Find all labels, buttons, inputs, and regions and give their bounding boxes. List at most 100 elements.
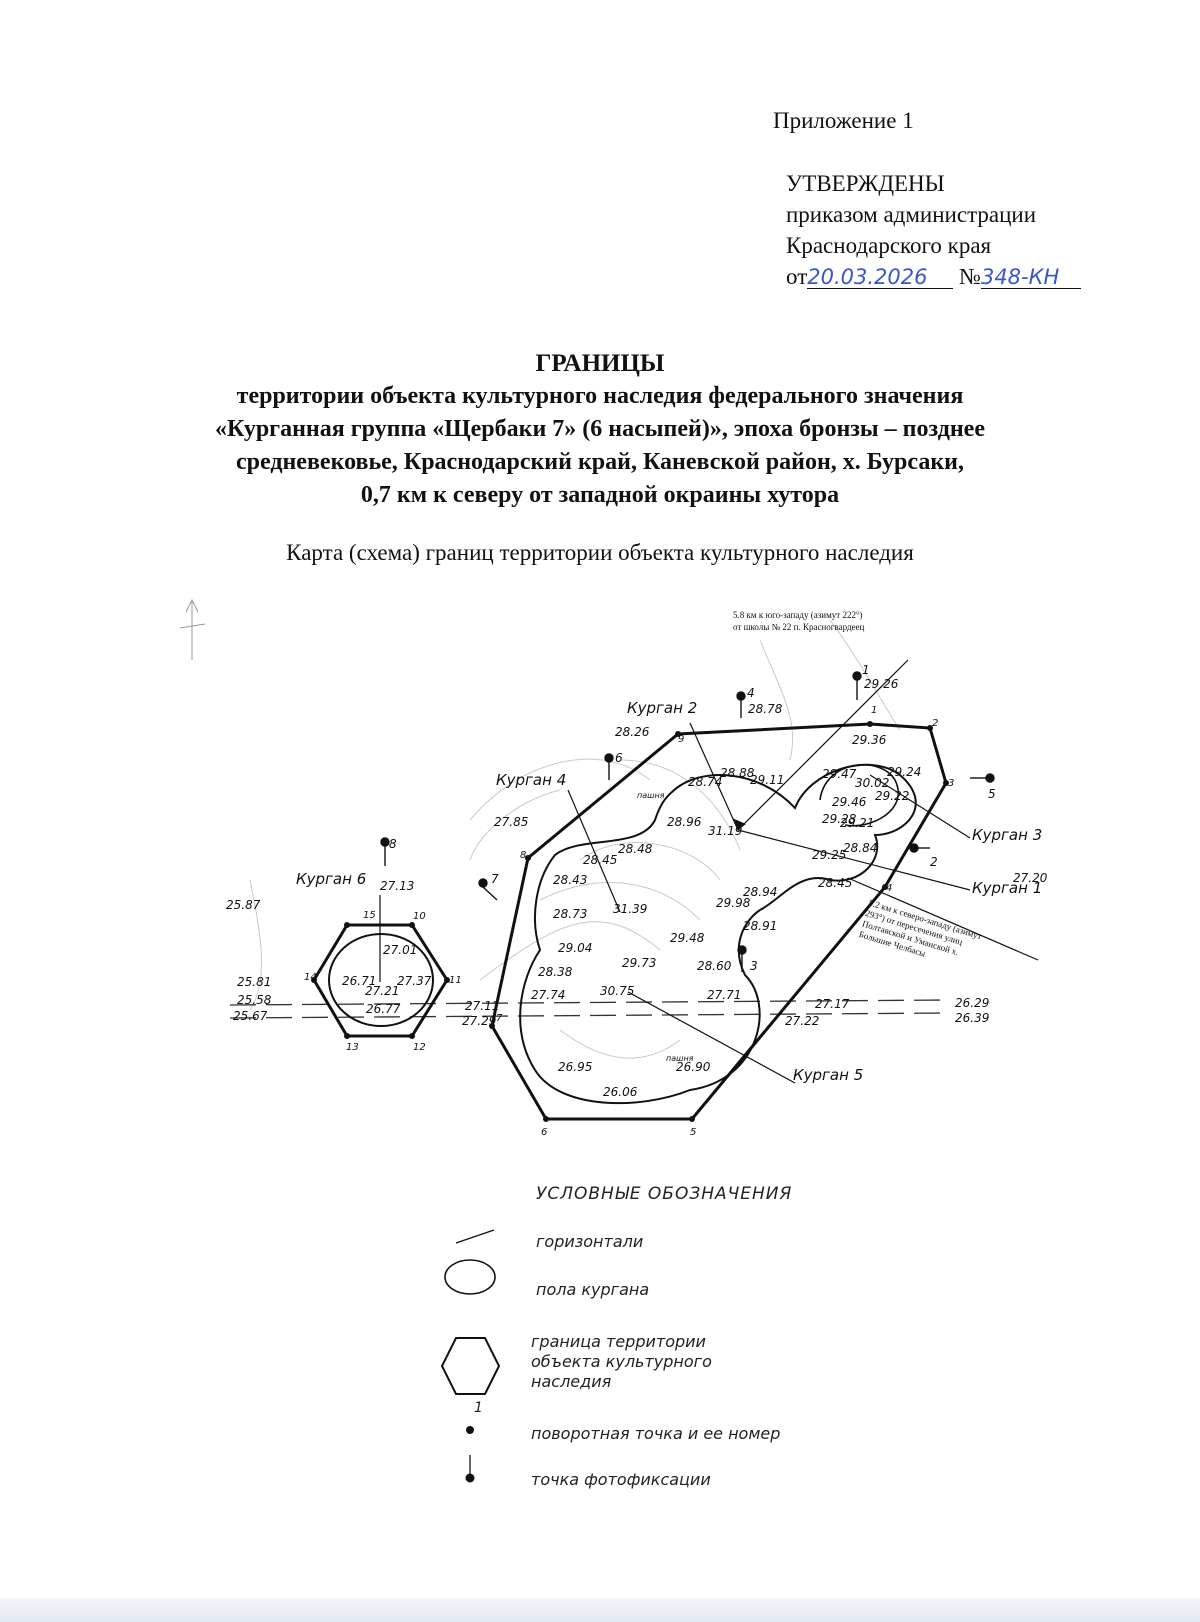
elevation-mark-1: 29.26 — [864, 677, 899, 691]
pp-6: 6 — [615, 751, 623, 765]
tp-15: 15 — [363, 910, 376, 921]
elevation-mark-20: 28.48 — [618, 842, 653, 856]
from-label: от — [786, 264, 808, 289]
label-kurgan-2: Курган 2 — [627, 699, 697, 717]
label-kurgan-5: Курган 5 — [793, 1066, 863, 1084]
contour-lines — [249, 619, 901, 1059]
label-kurgan-1: Курган 1 — [972, 879, 1042, 897]
tp-9: 9 — [678, 734, 684, 745]
elevation-mark-52: 27.01 — [383, 943, 417, 957]
legend-contours: горизонтали — [536, 1232, 644, 1251]
pointer-arrow-icon — [732, 818, 746, 830]
tp-4: 4 — [886, 883, 892, 894]
elevation-mark-33: 29.98 — [716, 896, 751, 910]
north-arrow-icon — [179, 598, 206, 660]
elevation-mark-48: 25.87 — [226, 898, 261, 912]
elevation-mark-46: 27.85 — [494, 815, 528, 829]
tp-13: 13 — [346, 1042, 359, 1053]
elevation-mark-44: 26.39 — [955, 1011, 989, 1025]
boundary-legend-icon — [440, 1337, 501, 1395]
kurgan-3-base — [819, 763, 899, 827]
document-title: ГРАНИЦЫ территории объекта культурного н… — [150, 347, 1050, 512]
tp-11: 11 — [449, 975, 462, 986]
legend-mound-base: пола кургана — [536, 1280, 650, 1299]
elevation-mark-13: 29.25 — [812, 848, 846, 862]
elevation-mark-5: 29.47 — [822, 767, 857, 781]
note-top-2: от школы № 22 п. Красногвардеец — [733, 622, 865, 632]
approved-date-line: от20.03.2026 №348-КН — [786, 261, 1081, 292]
legend-symbols — [440, 1229, 501, 1483]
legend-turning-point: поворотная точка и ее номер — [531, 1424, 781, 1443]
elevation-mark-31: 28.60 — [697, 959, 732, 973]
elevation-mark-39: 27.11 — [465, 999, 499, 1013]
elevation-mark-2: 28.78 — [748, 702, 783, 716]
tp-5: 5 — [690, 1127, 696, 1138]
handwritten-number: 348-КН — [980, 265, 1060, 289]
elevation-mark-6: 29.24 — [887, 765, 921, 779]
photo-point-legend-icon — [465, 1455, 475, 1483]
label-kurgan-4: Курган 4 — [496, 771, 566, 789]
tp-12: 12 — [413, 1042, 426, 1053]
elevation-mark-15: 28.74 — [688, 775, 722, 789]
title-line-3: средневековье, Краснодарский край, Канев… — [236, 449, 964, 475]
mound-legend-icon — [444, 1259, 496, 1295]
kurgan-6-base — [328, 933, 434, 1027]
tp-6: 6 — [541, 1127, 547, 1138]
pp-2: 2 — [930, 855, 938, 869]
number-label: № — [959, 264, 981, 289]
elevation-mark-21: 28.45 — [583, 853, 617, 867]
pashnya-label-1: пашня — [637, 791, 665, 800]
elevation-mark-43: 26.29 — [955, 996, 989, 1010]
label-kurgan-6: Курган 6 — [296, 870, 366, 888]
elevation-mark-22: 28.43 — [553, 873, 587, 887]
elevation-mark-17: 29.11 — [750, 773, 784, 787]
legend-turning-number: 1 — [474, 1400, 483, 1416]
approved-title: УТВЕРЖДЕНЫ — [786, 171, 945, 196]
elevation-mark-38: 26.06 — [603, 1085, 638, 1099]
turning-point-legend-icon — [466, 1426, 474, 1434]
elevation-mark-47: 27.13 — [380, 879, 414, 893]
elevation-mark-30: 27.71 — [707, 988, 741, 1002]
elevation-mark-10: 29.28 — [822, 812, 857, 826]
tp-10: 10 — [413, 911, 426, 922]
elevation-mark-49: 25.81 — [237, 975, 271, 989]
elevation-mark-7: 30.02 — [855, 776, 889, 790]
elevation-mark-42: 27.22 — [785, 1014, 819, 1028]
elevation-mark-45: 27.20 — [1013, 871, 1048, 885]
elevation-mark-34: 28.94 — [743, 885, 777, 899]
elevation-mark-50: 25.58 — [237, 993, 272, 1007]
tp-8: 8 — [520, 850, 526, 861]
label-kurgan-3: Курган 3 — [972, 826, 1042, 844]
legend-boundary: граница территории объекта культурного н… — [531, 1332, 712, 1391]
tp-2: 2 — [932, 718, 938, 729]
elevation-mark-24: 31.39 — [613, 902, 647, 916]
tp-3: 3 — [948, 778, 954, 789]
note-top-1: 5.8 км к юго-западу (азимут 222°) — [733, 610, 863, 620]
elevation-mark-14: 28.45 — [818, 876, 852, 890]
elevation-mark-56: 26.77 — [366, 1002, 401, 1016]
pp-5: 5 — [988, 787, 996, 801]
boundary-polygon-main — [490, 722, 948, 1121]
elevation-mark-35: 28.91 — [743, 919, 777, 933]
legend-photo-point: точка фотофиксации — [531, 1470, 711, 1489]
elevation-mark-25: 29.04 — [558, 941, 592, 955]
elevation-mark-55: 27.21 — [365, 984, 399, 998]
pointer-lines — [379, 659, 1039, 1084]
elevation-mark-18: 28.96 — [667, 815, 702, 829]
elevation-mark-27: 27.74 — [531, 988, 565, 1002]
kurgan-6-vertices — [311, 922, 450, 1039]
approval-block: УТВЕРЖДЕНЫ приказом администрации Красно… — [786, 168, 1081, 292]
pp-3: 3 — [750, 959, 758, 973]
elevation-mark-54: 27.37 — [397, 974, 432, 988]
elevation-mark-19: 31.19 — [708, 824, 742, 838]
tp-14: 14 — [304, 972, 317, 983]
elevation-mark-28: 29.73 — [622, 956, 656, 970]
elevation-mark-4: 29.36 — [852, 733, 887, 747]
elevation-mark-11: 29.21 — [840, 816, 874, 830]
approved-line-2: Краснодарского края — [786, 233, 992, 258]
pp-1: 1 — [862, 663, 870, 677]
tp-1: 1 — [871, 705, 877, 716]
elevation-mark-53: 26.71 — [342, 974, 376, 988]
title-line-2: «Курганная группа «Щербаки 7» (6 насыпей… — [215, 416, 985, 442]
